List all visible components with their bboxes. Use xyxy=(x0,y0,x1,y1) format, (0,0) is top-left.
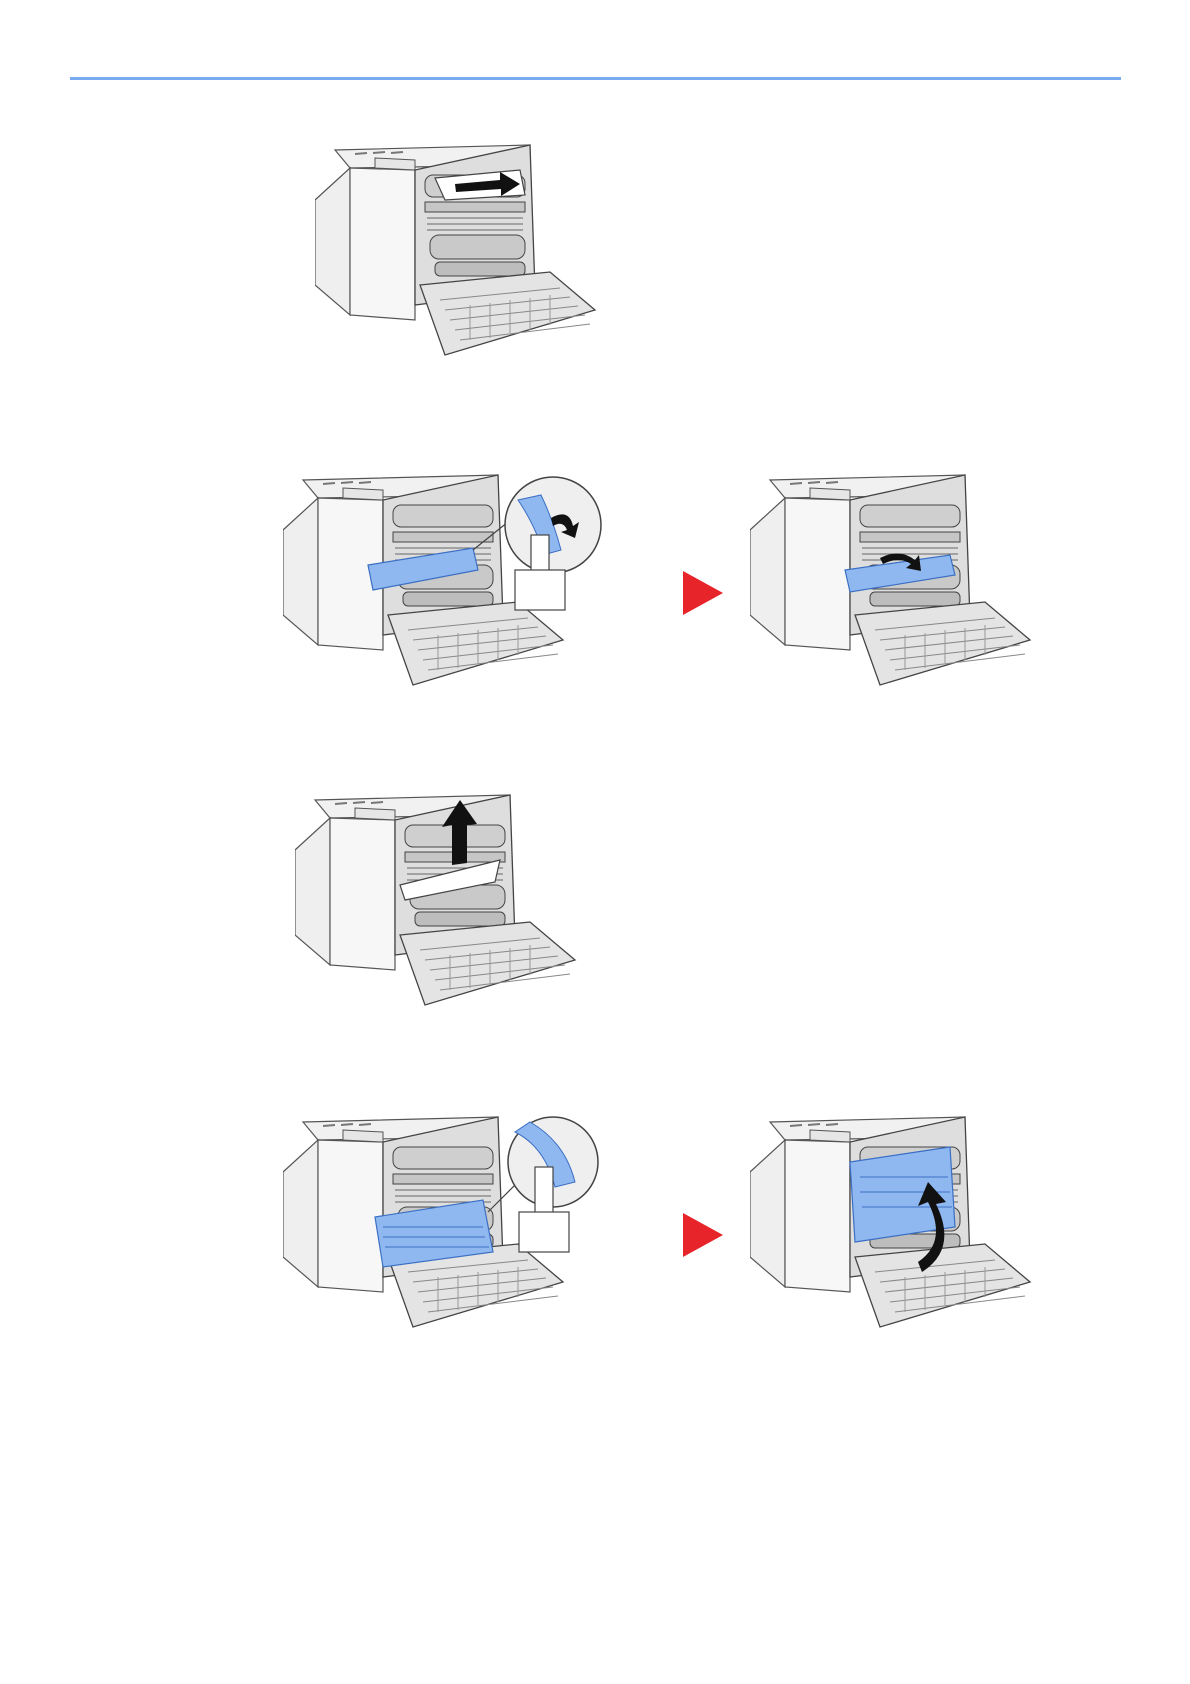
header-rule xyxy=(70,77,1121,80)
figure-duplex-lever xyxy=(283,1112,623,1352)
zoom-callout xyxy=(508,1117,598,1252)
printer-illustration-2b xyxy=(750,470,1050,710)
figure-pull-paper-from-fuser xyxy=(315,140,605,380)
next-step-arrow-icon xyxy=(683,1213,723,1257)
printer-illustration-1 xyxy=(315,140,605,380)
next-step-arrow-icon xyxy=(683,571,723,615)
figure-pull-paper-upward xyxy=(295,790,585,1030)
printer-illustration-2a xyxy=(283,470,623,710)
printer-illustration-4a xyxy=(283,1112,623,1352)
printer-illustration-4b xyxy=(750,1112,1050,1352)
figure-duplex-raised xyxy=(750,1112,1050,1352)
finger-icon xyxy=(519,1212,569,1252)
zoom-callout xyxy=(505,477,601,610)
figure-open-feed-guide xyxy=(283,470,623,710)
figure-feed-guide-lowered xyxy=(750,470,1050,710)
finger-icon xyxy=(515,570,565,610)
printer-illustration-3 xyxy=(295,790,585,1030)
